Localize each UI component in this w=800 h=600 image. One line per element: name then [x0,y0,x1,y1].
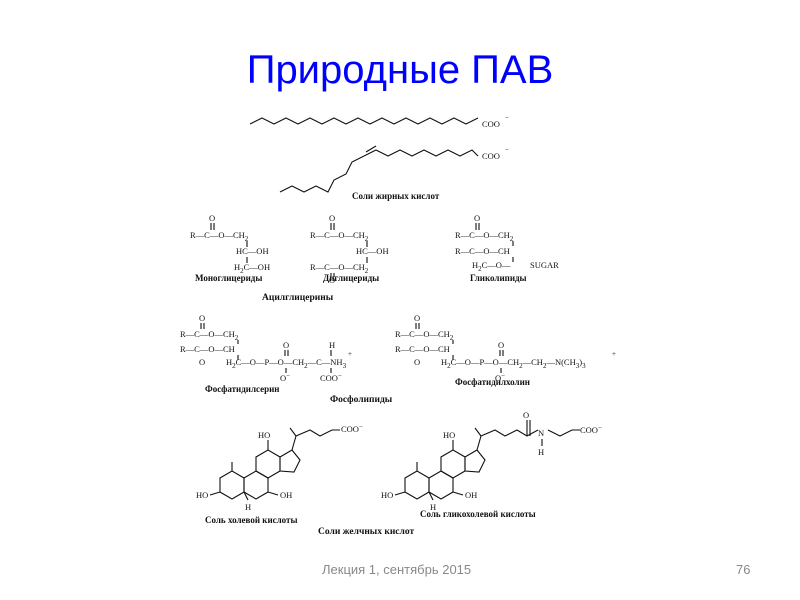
svg-text:O: O [329,213,335,223]
cholate-oh-top: HO [258,430,270,440]
svg-text:O: O [414,313,420,323]
svg-text:R—C—O—CH2: R—C—O—CH2 [310,230,369,243]
svg-text:COO−: COO− [341,423,363,434]
bile-acid-salts-label: Соли желчных кислот [318,527,414,537]
svg-text:O: O [414,357,420,367]
svg-text:R—C—O—CH2: R—C—O—CH2 [395,329,454,342]
saturated-fatty-acid-structure: COO − [249,114,509,129]
svg-text:H2C—O—: H2C—O— [472,260,511,273]
cholate-structure: COO− HO HO OH H [196,423,363,512]
svg-text:O: O [474,213,480,223]
svg-text:N: N [538,428,544,438]
sugar-label: SUGAR [530,260,559,270]
svg-text:R—C—O—CH: R—C—O—CH [455,246,510,256]
svg-text:COO−: COO− [320,372,342,383]
svg-text:O: O [523,410,529,420]
glycocholate-h: H [430,502,436,512]
svg-text:R—C—O—CH2: R—C—O—CH2 [180,329,239,342]
svg-text:O: O [199,313,205,323]
monoglycerides-label: Моноглицериды [195,273,262,283]
svg-text:H2C—OH: H2C—OH [234,262,270,275]
svg-text:+: + [348,350,352,358]
slide-title: Природные ПАВ [246,48,554,92]
svg-text:O−: O− [495,372,505,383]
glycolipid-structure: R—C—O—CH2 O R—C—O—CH H2C—O— SUGAR [455,213,559,273]
coo-label-2: COO [482,151,500,161]
phospholipids-label: Фосфолипиды [330,394,393,405]
cholate-oh-right: OH [280,490,292,500]
glycocholate-oh-left: HO [381,490,393,500]
cholate-oh-left: HO [196,490,208,500]
svg-text:R—C—O—CH: R—C—O—CH [395,344,450,354]
charge-label-1: − [505,114,509,122]
svg-text:HC—OH: HC—OH [236,246,269,256]
glycocholate-structure: O N H COO− HO HO OH H [381,410,602,512]
svg-text:R—C—O—CH2: R—C—O—CH2 [455,230,514,243]
page-number: 76 [736,562,751,577]
diglyceride-structure: R—C—O—CH2 O HC—OH R—C—O—CH2 O [310,213,389,285]
svg-text:H: H [538,447,544,457]
svg-text:HC—OH: HC—OH [356,246,389,256]
unsaturated-fatty-acid-structure: COO − [279,145,509,193]
glycocholate-oh-right: OH [465,490,477,500]
svg-text:O: O [329,275,335,285]
svg-text:+: + [612,350,616,358]
cholate-h: H [245,502,251,512]
cholate-label: Соль холевой кислоты [205,515,298,525]
charge-label-2: − [505,146,509,154]
phosphatidylcholine-label: Фосфатидилхолин [455,377,530,387]
svg-text:H2C—O—P—O—CH2—CH2—N(CH3)3: H2C—O—P—O—CH2—CH2—N(CH3)3 [441,357,586,370]
svg-text:O: O [498,340,504,350]
svg-text:H2C—O—P—O—CH2—C—NH3: H2C—O—P—O—CH2—C—NH3 [226,357,347,370]
coo-label-1: COO [482,119,500,129]
diglycerides-label: Диглицериды [323,273,379,283]
svg-text:O−: O− [280,372,290,383]
svg-text:H: H [329,340,335,350]
fatty-acid-salts-label: Соли жирных кислот [352,191,440,201]
svg-text:O: O [283,340,289,350]
monoglyceride-structure: R—C—O—CH2 O HC—OH H2C—OH [190,213,270,275]
svg-text:O: O [199,357,205,367]
svg-text:R—C—O—CH2: R—C—O—CH2 [310,262,369,275]
glycolipids-label: Гликолипиды [470,273,527,283]
svg-text:COO−: COO− [580,424,602,435]
svg-text:R—C—O—CH2: R—C—O—CH2 [190,230,249,243]
svg-text:O: O [209,213,215,223]
acylglycerols-label: Ацилглицерины [262,293,334,303]
footer-text: Лекция 1, сентябрь 2015 [322,562,472,577]
phosphatidylserine-structure: R—C—O—CH2 O R—C—O—CH O H2C—O—P—O—CH2—C—N… [180,313,352,383]
phosphatidylserine-label: Фосфатидилсерин [205,384,279,394]
svg-text:R—C—O—CH: R—C—O—CH [180,344,235,354]
glycocholate-oh-top: HO [443,430,455,440]
glycocholate-label: Соль гликохолевой кислоты [420,509,536,519]
phosphatidylcholine-structure: R—C—O—CH2 O R—C—O—CH O H2C—O—P—O—CH2—CH2… [395,313,616,383]
